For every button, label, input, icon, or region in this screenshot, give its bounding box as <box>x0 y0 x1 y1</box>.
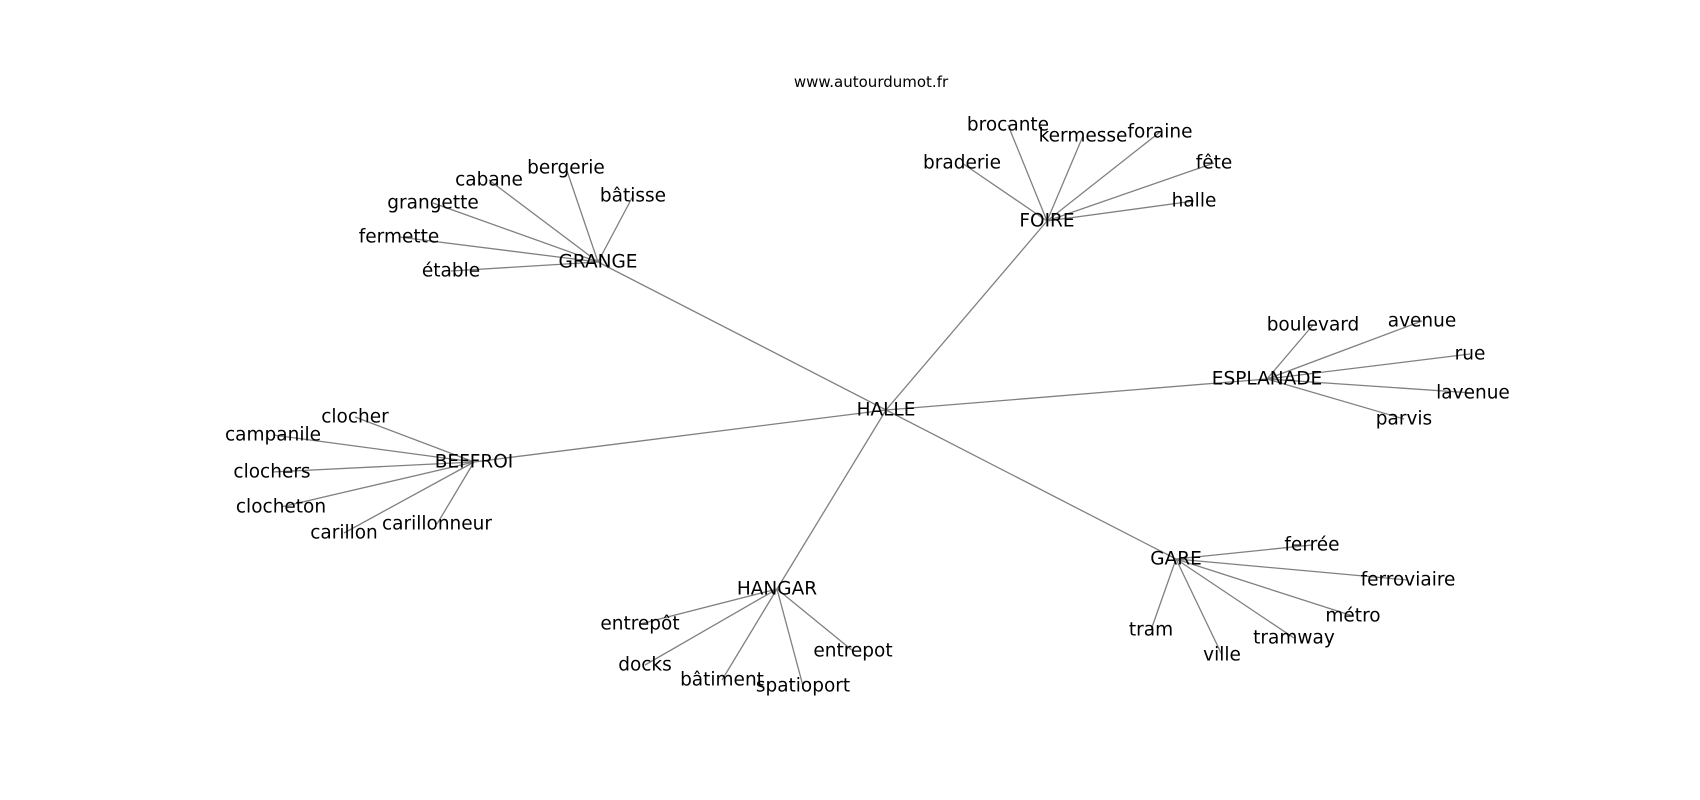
edge-beffroi-campanile <box>272 434 475 463</box>
edge-grange-etable <box>450 261 599 272</box>
node-center-halle: HALLE <box>857 400 916 421</box>
edge-halle-hangar <box>776 409 887 590</box>
node-word-entrepot: entrepot <box>813 641 892 662</box>
node-word-rue: rue <box>1455 344 1486 365</box>
edge-hangar-docks <box>644 588 778 666</box>
node-word-metro: métro <box>1325 606 1380 627</box>
node-word-ville: ville <box>1203 645 1241 666</box>
edge-beffroi-clochers <box>271 461 475 473</box>
edge-beffroi-clocheton <box>280 461 475 508</box>
node-word-cabane: cabane <box>455 170 523 191</box>
edge-foire-foraine <box>1046 131 1161 222</box>
node-word-clocher: clocher <box>321 407 389 428</box>
edge-foire-kermesse <box>1046 135 1084 222</box>
node-word-avenue: avenue <box>1388 311 1457 332</box>
edge-beffroi-carillon <box>343 461 475 534</box>
node-word-lavenue: lavenue <box>1436 383 1510 404</box>
edge-beffroi-carillonneur <box>436 461 475 525</box>
node-word-halle: halle <box>1172 191 1217 212</box>
node-word-tramway: tramway <box>1253 628 1335 649</box>
node-word-docks: docks <box>618 655 672 676</box>
edge-foire-halle <box>1046 200 1195 222</box>
node-word-foraine: foraine <box>1127 122 1192 143</box>
edge-hangar-entrepot <box>776 588 854 652</box>
edge-gare-tramway <box>1175 558 1295 639</box>
edge-halle-foire <box>885 220 1048 411</box>
node-hub-beffroi: BEFFROI <box>435 452 514 473</box>
node-hub-foire: FOIRE <box>1019 211 1074 232</box>
node-word-carillonneur: carillonneur <box>382 514 492 535</box>
edge-esplanade-lavenue <box>1266 378 1474 394</box>
edge-halle-grange <box>597 261 887 411</box>
edge-gare-ferree <box>1175 544 1313 560</box>
edge-halle-esplanade <box>885 378 1268 411</box>
edge-beffroi-clocher <box>354 416 475 463</box>
node-word-brocante: brocante <box>967 115 1049 136</box>
edge-grange-grangette <box>432 202 599 263</box>
edge-esplanade-parvis <box>1266 378 1405 420</box>
edge-esplanade-avenue <box>1266 320 1423 380</box>
node-word-tram: tram <box>1129 620 1173 641</box>
edge-esplanade-rue <box>1266 353 1471 380</box>
edge-gare-ferroviaire <box>1175 558 1409 581</box>
edge-halle-beffroi <box>473 409 887 463</box>
node-hub-esplanade: ESPLANADE <box>1212 369 1322 390</box>
node-word-clochers: clochers <box>233 462 310 483</box>
edge-hangar-spatioport <box>776 588 804 687</box>
site-url: www.autourdumot.fr <box>794 73 949 91</box>
node-hub-grange: GRANGE <box>559 252 638 273</box>
edge-hangar-entrepot <box>639 588 778 625</box>
node-word-carillon: carillon <box>310 523 378 544</box>
node-word-kermesse: kermesse <box>1039 126 1128 147</box>
edge-foire-fete <box>1046 162 1215 222</box>
node-hub-hangar: HANGAR <box>737 579 817 600</box>
node-word-clocheton: clocheton <box>236 497 326 518</box>
edges <box>271 124 1474 687</box>
node-word-braderie: braderie <box>923 153 1001 174</box>
edge-grange-cabane <box>488 179 599 263</box>
node-word-entrepot: entrepôt <box>600 614 679 635</box>
node-word-parvis: parvis <box>1376 409 1432 430</box>
edge-foire-brocante <box>1007 124 1048 222</box>
edge-grange-batisse <box>597 195 634 263</box>
edge-gare-ville <box>1175 558 1223 656</box>
edge-halle-gare <box>885 409 1177 560</box>
node-word-bergerie: bergerie <box>527 158 605 179</box>
node-word-etable: étable <box>422 261 480 282</box>
edge-grange-fermette <box>398 236 599 263</box>
edge-gare-tram <box>1150 558 1177 631</box>
edge-foire-braderie <box>961 162 1048 222</box>
node-word-ferroviaire: ferroviaire <box>1361 570 1456 591</box>
node-hub-gare: GARE <box>1150 549 1202 570</box>
node-word-boulevard: boulevard <box>1267 315 1360 336</box>
node-word-fete: fête <box>1196 153 1233 174</box>
node-word-grangette: grangette <box>387 193 478 214</box>
node-word-batiment: bâtiment <box>680 670 764 691</box>
edge-esplanade-boulevard <box>1266 324 1314 380</box>
edge-hangar-batiment <box>721 588 778 681</box>
node-word-campanile: campanile <box>225 425 321 446</box>
node-word-ferree: ferrée <box>1284 535 1339 556</box>
node-word-batisse: bâtisse <box>600 186 666 207</box>
node-word-fermette: fermette <box>359 227 439 248</box>
node-word-spatioport: spatioport <box>756 676 850 697</box>
edge-gare-metro <box>1175 558 1354 617</box>
edge-grange-bergerie <box>565 167 599 263</box>
